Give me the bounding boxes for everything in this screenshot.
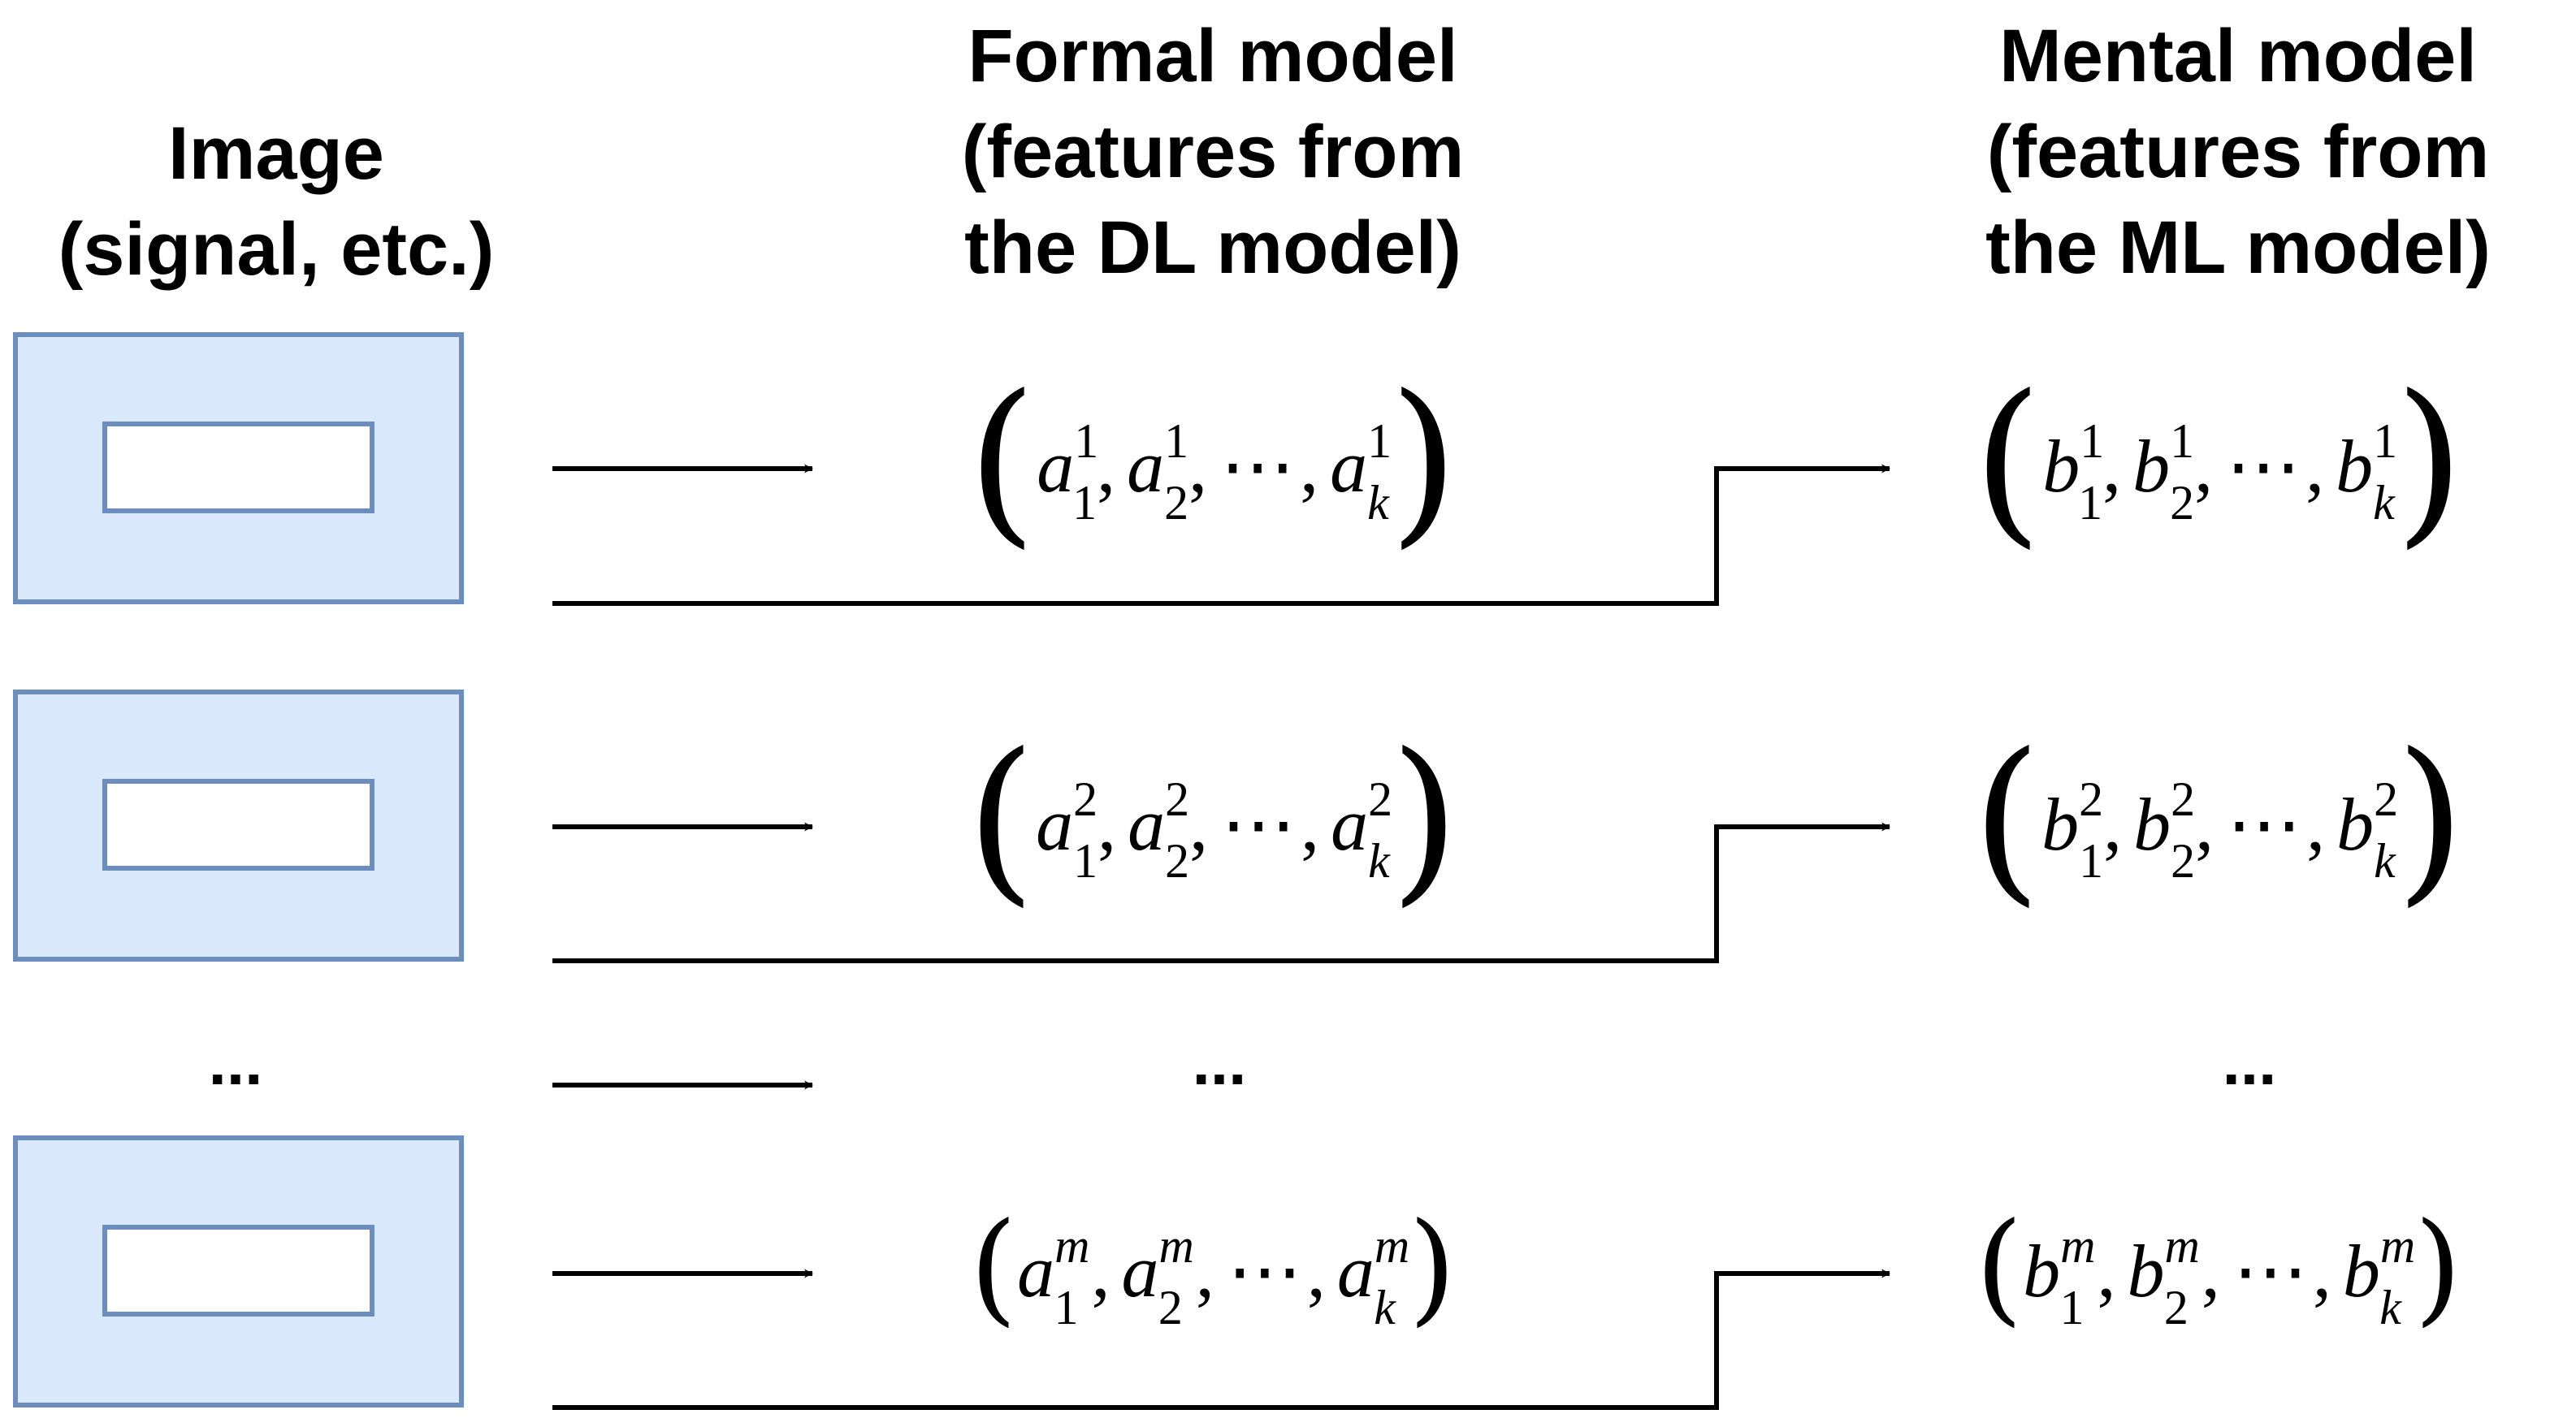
header-image: Image (signal, etc.) [58, 112, 495, 291]
header-mental-line-3: the ML model) [1985, 206, 2491, 289]
ellipsis-image: ... [209, 1026, 263, 1098]
arrow-image-to-mental-1 [552, 464, 1891, 606]
header-mental-model: Mental model (features from the ML model… [1985, 15, 2491, 289]
image-box-3 [13, 1135, 464, 1408]
header-formal-model: Formal model (features from the DL model… [962, 15, 1465, 289]
header-mental-line-2: (features from [1987, 110, 2490, 193]
image-box-inner [102, 779, 374, 871]
arrow-image-to-mental-3 [552, 1269, 1891, 1410]
header-formal-line-2: (features from [962, 110, 1465, 193]
header-formal-line-1: Formal model [968, 15, 1457, 97]
image-box-2 [13, 690, 464, 962]
header-mental-line-1: Mental model [1999, 15, 2477, 97]
image-box-inner [102, 1225, 374, 1317]
header-image-line-1: Image [168, 112, 384, 195]
image-box-1 [13, 332, 464, 604]
header-image-line-2: (signal, etc.) [58, 208, 495, 291]
ellipsis-mental: ... [2223, 1026, 2277, 1098]
header-formal-line-3: the DL model) [964, 206, 1461, 289]
ellipsis-formal: ... [1193, 1026, 1247, 1098]
arrow-image-to-mental-2 [552, 822, 1891, 963]
image-box-inner [102, 422, 374, 513]
